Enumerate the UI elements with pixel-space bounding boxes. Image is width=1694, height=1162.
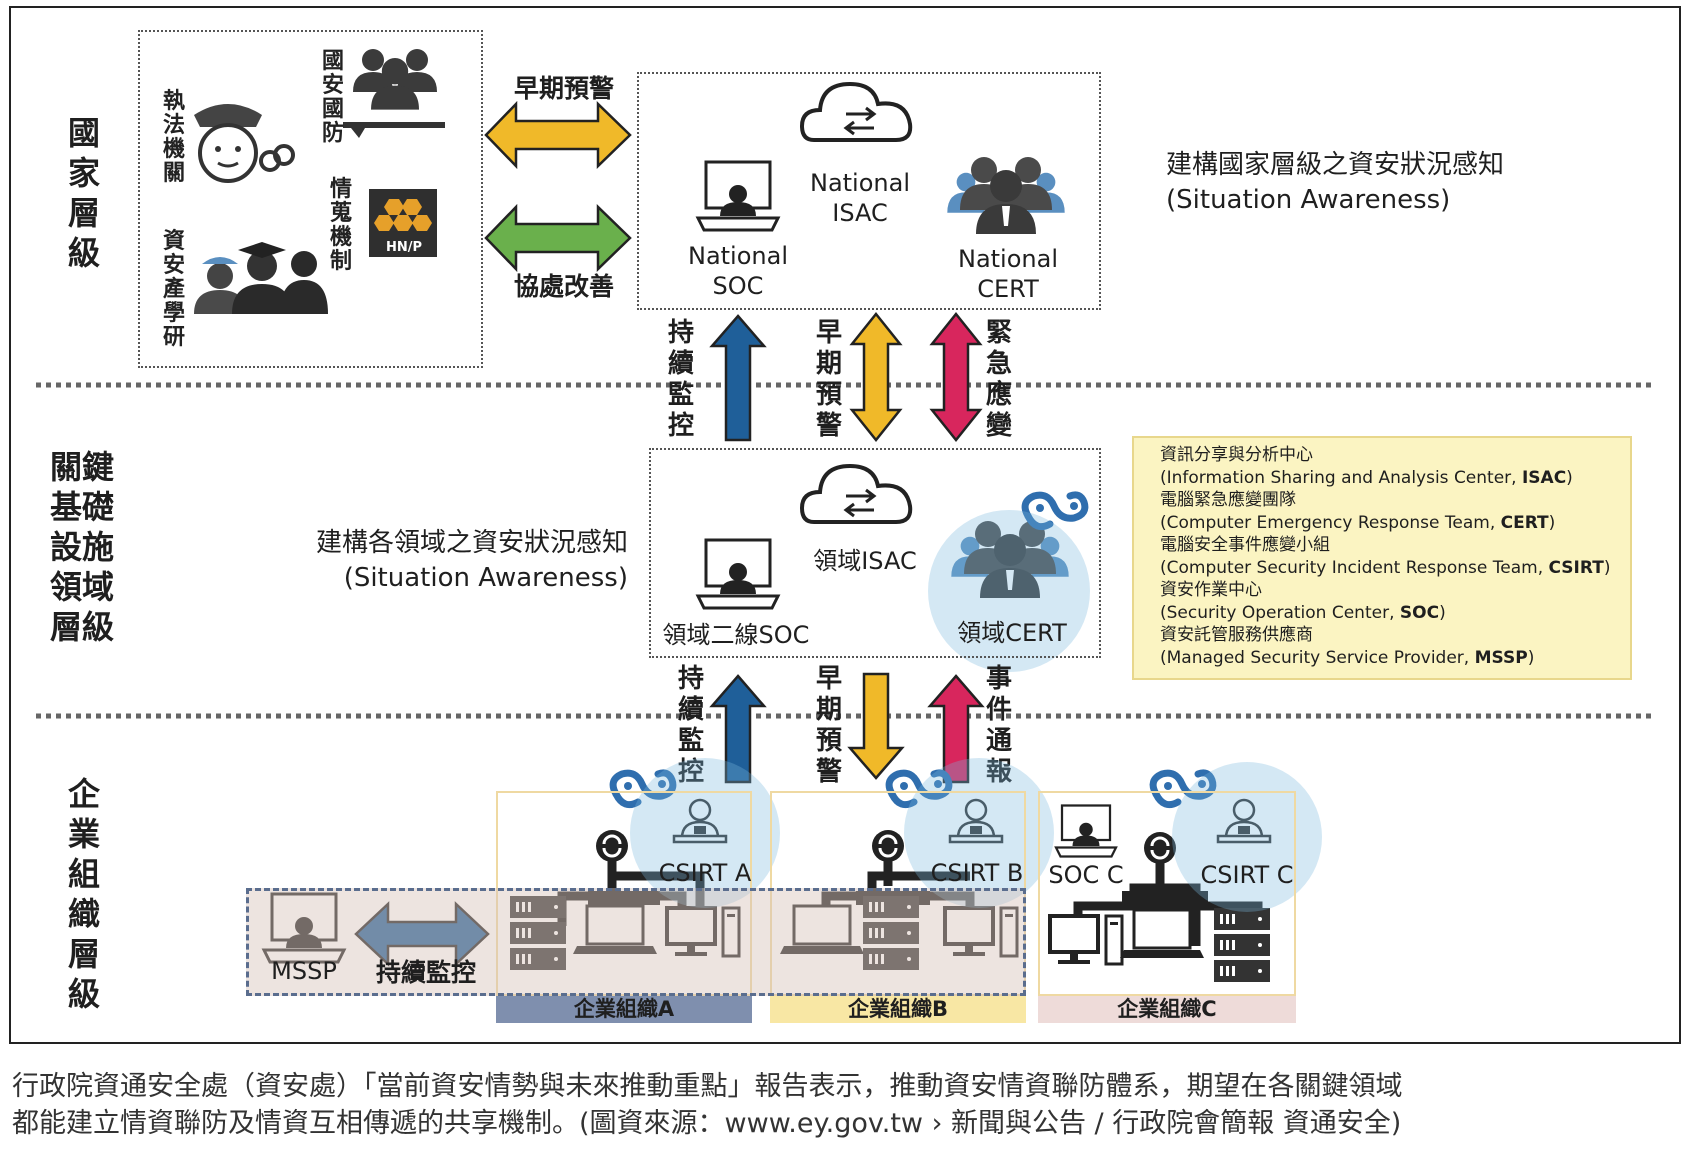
legend-isac-en: (Information Sharing and Analysis Center…: [1160, 467, 1573, 488]
sector-cert-highlight: [928, 510, 1090, 672]
csirt-c-label: CSIRT C: [1200, 861, 1294, 889]
org-a-label: 企業組織A: [496, 996, 752, 1023]
law-enforcement-label: 執法機關: [163, 89, 186, 186]
legend-csirt-en: (Computer Security Incident Response Tea…: [1160, 557, 1611, 578]
soc-c-label: SOC C: [1048, 861, 1124, 889]
national-awareness-text: 建構國家層級之資安狀況感知(Situation Awareness): [1166, 150, 1505, 215]
lower-warning-arrow: [847, 672, 905, 780]
police-icon: [194, 104, 295, 183]
org-c-box: [1038, 791, 1296, 996]
mssp-managed-zone: [246, 888, 1026, 996]
csirt-c-highlight: [1172, 762, 1322, 912]
upper-warning-arrow: [849, 311, 903, 443]
early-warning-label: 早期預警: [513, 74, 614, 103]
academia-label: 資安產學研: [163, 229, 186, 350]
upper-warning-label: 早期預警: [816, 318, 843, 441]
upper-emergency-arrow: [929, 311, 983, 443]
coordination-label: 協處改善: [513, 272, 614, 301]
figure-caption: 行政院資通安全處（資安處）「當前資安情勢與未來推動重點」報告表示，推動資安情資聯…: [12, 1068, 1682, 1142]
mssp-label: MSSP: [271, 957, 337, 985]
hnp-icon: [369, 189, 437, 257]
lower-report-arrow: [927, 674, 985, 784]
academia-icon: [194, 242, 328, 314]
sector-awareness-text: 建構各領域之資安狀況感知(Situation Awareness): [315, 528, 628, 593]
critical-infrastructure-level-title: 關鍵基礎設施領域層級: [50, 448, 115, 646]
lower-monitor-arrow: [709, 674, 767, 784]
csirt-b-highlight: [904, 758, 1054, 908]
national-level-title: 國家層級: [68, 114, 101, 272]
legend-mssp-en: (Managed Security Service Provider, MSSP…: [1160, 647, 1535, 668]
national-center-box: [637, 72, 1101, 310]
legend-mssp-zh: 資安託管服務供應商: [1160, 625, 1313, 645]
hnp-label: HN/P: [385, 240, 423, 255]
upper-monitor-label: 持續監控: [668, 318, 695, 441]
legend-csirt-zh: 電腦安全事件應變小組: [1160, 535, 1330, 555]
early-warning-horizontal-arrow: [484, 100, 632, 170]
caption-line-1: 行政院資通安全處（資安處）「當前資安情勢與未來推動重點」報告表示，推動資安情資聯…: [12, 1071, 1403, 1102]
lower-warning-label: 早期預警: [816, 664, 843, 787]
sector-cert-label: 領域CERT: [957, 619, 1067, 647]
caption-line-2: 都能建立情資聯防及情資互相傳遞的共享機制。(圖資來源：www.ey.gov.tw…: [12, 1108, 1402, 1139]
csirt-a-highlight: [630, 758, 780, 908]
lower-monitor-label: 持續監控: [678, 664, 705, 787]
sector-center-box: [649, 448, 1101, 658]
csirt-b-label: CSIRT B: [930, 859, 1024, 887]
sector-isac-label: 領域ISAC: [813, 547, 917, 575]
enterprise-level-title: 企業組織層級: [68, 775, 101, 1013]
legend-cert-zh: 電腦緊急應變團隊: [1160, 490, 1296, 510]
org-b-label: 企業組織B: [770, 996, 1026, 1023]
legend-soc-zh: 資安作業中心: [1160, 580, 1262, 600]
legend-cert-en: (Computer Emergency Response Team, CERT): [1160, 512, 1556, 533]
lower-report-label: 事件通報: [986, 664, 1013, 787]
intel-label: 情蒐機制: [330, 177, 353, 274]
upper-emergency-label: 緊急應變: [986, 318, 1013, 441]
org-c-label: 企業組織C: [1038, 996, 1296, 1023]
soldiers-icon: [343, 49, 445, 138]
mssp-monitor-arrow: [354, 901, 490, 967]
legend-isac-zh: 資訊分享與分析中心: [1160, 445, 1313, 465]
csirt-a-label: CSIRT A: [658, 859, 752, 887]
coordination-horizontal-arrow: [484, 203, 632, 273]
mssp-monitor-label: 持續監控: [375, 958, 476, 987]
sector-soc-label: 領域二線SOC: [662, 621, 810, 649]
national-defense-label: 國安國防: [322, 49, 345, 146]
national-actors-box: [138, 30, 483, 368]
glossary-legend: 資訊分享與分析中心 (Information Sharing and Analy…: [1132, 436, 1632, 680]
legend-soc-en: (Security Operation Center, SOC): [1160, 602, 1446, 623]
diagram-frame: [9, 6, 1681, 1044]
upper-monitor-arrow: [709, 314, 767, 442]
